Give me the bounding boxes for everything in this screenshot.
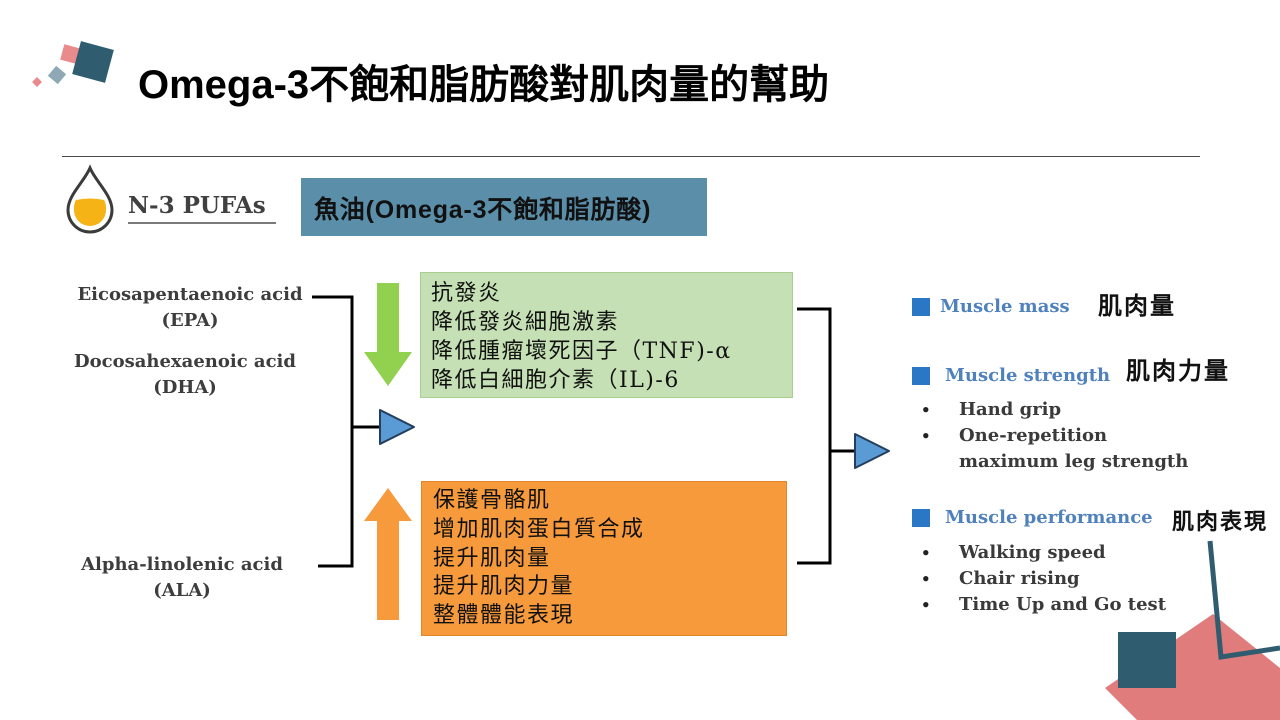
source-header-label: N-3 PUFAs	[128, 192, 266, 219]
measure-item: Time Up and Go test	[921, 592, 1166, 618]
effect-item: 提升肌肉力量	[433, 574, 575, 600]
source-abbreviation: (EPA)	[161, 310, 219, 331]
anti-inflammatory-box: 抗發炎 降低發炎細胞激素 降低腫瘤壞死因子（TNF)-α 降低白細胞介素（IL)…	[420, 272, 793, 398]
measure-item: One-repetition maximum leg strength	[921, 423, 1188, 475]
source-epa: Eicosapentaenoic acid (EPA)	[60, 282, 320, 334]
triangle-right-icon	[379, 409, 415, 445]
decor-teal-outline	[1207, 540, 1280, 660]
arrow-down-icon	[364, 283, 412, 386]
decor-teal-square	[72, 41, 114, 83]
outcome-label-zh-muscle-mass: 肌肉量	[1098, 291, 1176, 320]
outcome-label-zh-muscle-strength: 肌肉力量	[1126, 356, 1230, 385]
effect-item: 抗發炎	[431, 281, 502, 306]
decor-teal-block	[1118, 632, 1176, 688]
square-bullet-icon	[912, 367, 930, 385]
effect-item: 提升肌肉量	[433, 545, 551, 571]
source-name: Alpha-linolenic acid	[81, 554, 283, 575]
outcome-label-muscle-performance: Muscle performance	[945, 507, 1153, 528]
outcome-label-muscle-strength: Muscle strength	[945, 365, 1111, 386]
measure-item: Chair rising	[921, 566, 1166, 592]
source-abbreviation: (DHA)	[153, 377, 217, 398]
left-bracket	[312, 295, 354, 568]
source-dha: Docosahexaenoic acid (DHA)	[55, 349, 315, 401]
right-bracket	[797, 307, 832, 565]
effect-item: 降低發炎細胞激素	[431, 310, 620, 335]
effect-item: 降低白細胞介素（IL)-6	[431, 368, 680, 393]
effect-item: 整體體能表現	[433, 603, 575, 629]
muscle-support-box: 保護骨骼肌 增加肌肉蛋白質合成 提升肌肉量 提升肌肉力量 整體體能表現	[421, 481, 787, 636]
fish-oil-banner-label: 魚油(Omega-3不飽和脂肪酸)	[314, 196, 652, 224]
oil-drop-icon	[66, 164, 114, 234]
decor-gray-diamond	[47, 65, 67, 85]
triangle-right-icon	[854, 433, 890, 469]
square-bullet-icon	[912, 298, 930, 316]
measure-item: Hand grip	[921, 397, 1188, 423]
title-divider	[62, 156, 1200, 157]
decor-pink-block	[1105, 614, 1280, 720]
slide-title: Omega-3不飽和脂肪酸對肌肉量的幫助	[138, 63, 830, 107]
measure-item: Walking speed	[921, 540, 1166, 566]
decor-pink-square	[60, 44, 80, 64]
source-name: Docosahexaenoic acid	[74, 351, 296, 372]
oil-drop-fill	[74, 198, 106, 226]
arrow-up-icon	[364, 488, 412, 620]
effect-item: 降低腫瘤壞死因子（TNF)-α	[431, 339, 732, 364]
muscle-performance-measures: Walking speed Chair rising Time Up and G…	[921, 540, 1166, 618]
decor-small-pink-diamond	[32, 77, 42, 87]
outcome-label-zh-muscle-performance: 肌肉表現	[1172, 509, 1269, 535]
outcome-label-muscle-mass: Muscle mass	[940, 296, 1070, 317]
source-name: Eicosapentaenoic acid	[77, 284, 303, 305]
fish-oil-banner: 魚油(Omega-3不飽和脂肪酸)	[301, 178, 707, 236]
square-bullet-icon	[912, 509, 930, 527]
source-ala: Alpha-linolenic acid (ALA)	[52, 552, 312, 604]
source-header-underline	[128, 222, 276, 224]
oil-drop-outline	[66, 164, 114, 234]
effect-item: 增加肌肉蛋白質合成	[433, 516, 645, 542]
muscle-strength-measures: Hand grip One-repetition maximum leg str…	[921, 397, 1188, 475]
source-abbreviation: (ALA)	[153, 580, 211, 601]
effect-item: 保護骨骼肌	[433, 488, 551, 513]
